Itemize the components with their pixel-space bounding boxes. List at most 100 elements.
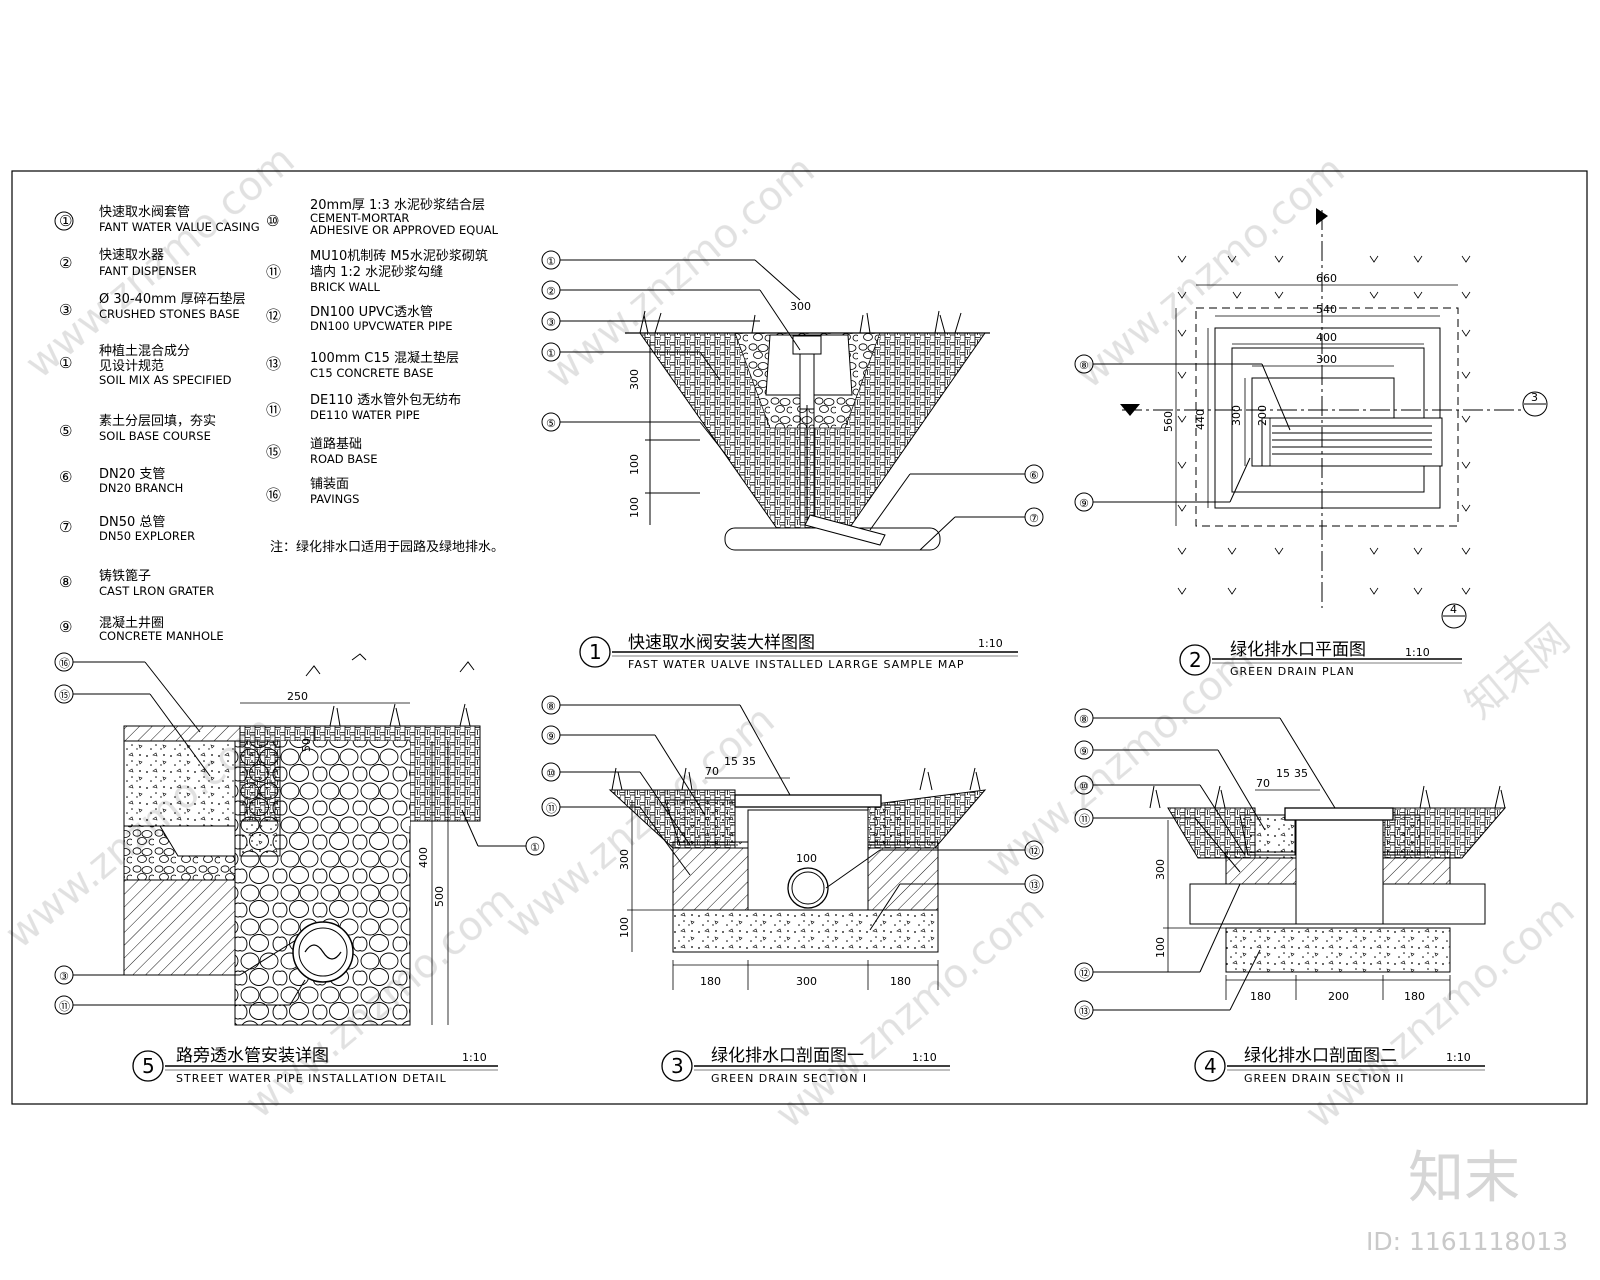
drawing-title: 快速取水阀安装大样图图 — [628, 633, 815, 653]
drawing-subtitle: GREEN DRAIN SECTION I — [711, 1072, 867, 1085]
legend-num: ⑬ — [266, 355, 281, 373]
legend-item-8: ⑧ 铸铁篦子 CAST LRON GRATER — [59, 568, 214, 598]
legend-en: FANT DISPENSER — [99, 264, 197, 278]
legend-num: ① — [59, 212, 72, 230]
callout-tag: ⑧ — [1079, 713, 1089, 726]
callout-tag: ⑮ — [59, 689, 70, 702]
legend-en: CEMENT-MORTAR — [310, 211, 409, 225]
dimension-label: 250 — [287, 690, 308, 703]
legend-cn: MU10机制砖 M5水泥砂浆砌筑 — [310, 248, 488, 264]
callout-tag: ⑨ — [546, 730, 556, 743]
legend-en: SOIL MIX AS SPECIFIED — [99, 373, 232, 387]
legend-num: ③ — [59, 301, 72, 319]
drawing-scale: 1:10 — [978, 637, 1003, 650]
legend-num: ① — [59, 354, 72, 372]
drawing-title: 绿化排水口剖面图一 — [711, 1046, 864, 1066]
dimension-label: 500 — [433, 886, 446, 907]
legend-item-1: ① 快速取水阀套管 FANT WATER VALUE CASING — [54, 204, 260, 234]
callout-tag: ⑪ — [59, 1000, 70, 1013]
legend-en: DN20 BRANCH — [99, 481, 183, 495]
legend-item-15: ⑮ 道路基础 ROAD BASE — [266, 436, 378, 466]
callout-tag: ⑤ — [546, 417, 556, 430]
drawing-3-section: 70 15 35 100 300 100 180 300 180 ⑧ ⑨ ⑩ ⑪… — [541, 695, 1044, 1085]
legend-en: CRUSHED STONES BASE — [99, 307, 240, 321]
legend-num: ⑩ — [266, 212, 279, 230]
callout-tag: ③ — [546, 316, 556, 329]
legend-cn: Ø 30-40mm 厚碎石垫层 — [99, 291, 246, 307]
watermark-text: 知末网 — [1457, 615, 1578, 727]
legend-cn: 墙内 1:2 水泥砂浆勾缝 — [310, 264, 443, 280]
dimension-label: 400 — [1316, 331, 1337, 344]
dimension-label: 560 — [1162, 411, 1175, 432]
legend-cn: 20mm厚 1:3 水泥砂浆结合层 — [310, 198, 485, 213]
legend-item-4: ① 种植土混合成分 见设计规范 SOIL MIX AS SPECIFIED — [59, 344, 232, 387]
watermark-logo: 知末 — [1408, 1146, 1520, 1211]
dimension-label: 70 — [705, 765, 719, 778]
dimension-label: 200 — [1328, 990, 1349, 1003]
legend-num: ⑧ — [59, 573, 72, 591]
callout-tag: ⑦ — [1029, 512, 1039, 525]
legend-cn: 快速取水器 — [99, 248, 164, 263]
legend-num: ⑯ — [266, 486, 281, 504]
dimension-label: 300 — [1154, 859, 1167, 880]
dimension-label: 15 — [724, 755, 738, 768]
legend-item-10: ⑩ 20mm厚 1:3 水泥砂浆结合层 CEMENT-MORTAR ADHESI… — [266, 198, 499, 237]
dimension-label: 100 — [628, 497, 641, 518]
dimension-label: 50 — [300, 738, 313, 752]
dimension-label: 400 — [417, 847, 430, 868]
legend-item-2: ② 快速取水器 FANT DISPENSER — [59, 248, 197, 278]
legend-en: DN100 UPVCWATER PIPE — [310, 319, 453, 333]
dimension-label: 440 — [1194, 409, 1207, 430]
legend: ① 快速取水阀套管 FANT WATER VALUE CASING ② 快速取水… — [54, 198, 504, 643]
legend-item-13: ⑬ 100mm C15 混凝土垫层 C15 CONCRETE BASE — [266, 350, 459, 380]
legend-cn: 种植土混合成分 — [99, 344, 190, 359]
drawing-5-street-pipe: 250 50 400 500 ⑯ ⑮ ① ③ ⑪ 5 路旁透水管安装详图 1:1… — [54, 652, 545, 1085]
dimension-label: 300 — [1316, 353, 1337, 366]
legend-num: ⑫ — [266, 307, 281, 325]
dimension-label: 300 — [790, 300, 811, 313]
drawing-scale: 1:10 — [912, 1051, 937, 1064]
legend-cn: 见设计规范 — [99, 359, 164, 374]
dimension-label: 300 — [628, 369, 641, 390]
sheet-border — [11, 170, 1588, 1105]
callout-tag: ⑫ — [1029, 845, 1040, 858]
dimension-label: 100 — [618, 917, 631, 938]
callout-tag: ⑩ — [1079, 780, 1089, 793]
callout-tag: ⑬ — [1079, 1005, 1090, 1018]
callout-tag: ③ — [59, 970, 69, 983]
dimension-label: 200 — [1256, 405, 1269, 426]
dimension-label: 300 — [796, 975, 817, 988]
watermark-id: ID: 1161118013 — [1366, 1227, 1568, 1256]
callout-tag: ⑩ — [546, 767, 556, 780]
drawing-subtitle: STREET WATER PIPE INSTALLATION DETAIL — [176, 1072, 447, 1085]
drawing-number: 3 — [671, 1054, 684, 1078]
legend-cn: 素土分层回填，夯实 — [99, 414, 216, 429]
callout-tag: ⑬ — [1029, 879, 1040, 892]
drawing-2-plan: 660 540 400 300 560 440 300 200 3 4 ⑧ ⑨ … — [1074, 208, 1548, 678]
legend-num: ⑮ — [266, 443, 281, 461]
legend-item-9: ⑨ 混凝土井圈 CONCRETE MANHOLE — [59, 615, 224, 643]
watermark-text: www.znzmo.com — [1067, 147, 1354, 398]
legend-en: PAVINGS — [310, 492, 359, 506]
dimension-label: 100 — [1154, 937, 1167, 958]
legend-cn: 混凝土井圈 — [99, 615, 164, 631]
drawing-2-title: 2 绿化排水口平面图 1:10 GREEN DRAIN PLAN — [1179, 640, 1462, 678]
dimension-label: 540 — [1316, 303, 1337, 316]
legend-item-11: ⑪ MU10机制砖 M5水泥砂浆砌筑 墙内 1:2 水泥砂浆勾缝 BRICK W… — [266, 248, 488, 294]
legend-en: CAST LRON GRATER — [99, 584, 214, 598]
dimension-label: 180 — [700, 975, 721, 988]
legend-item-3: ③ Ø 30-40mm 厚碎石垫层 CRUSHED STONES BASE — [59, 291, 246, 321]
drawing-1-title: 1 快速取水阀安装大样图图 1:10 FAST WATER UALVE INST… — [579, 633, 1018, 671]
callout-tag: ⑫ — [1079, 967, 1090, 980]
dimension-label: 35 — [742, 755, 756, 768]
legend-en: BRICK WALL — [310, 280, 381, 294]
logo-watermark: 知末 ID: 1161118013 — [1366, 1146, 1568, 1256]
callout-tag: ⑨ — [1079, 745, 1089, 758]
section-number: 3 — [1531, 391, 1538, 404]
drawing-title: 绿化排水口平面图 — [1230, 640, 1366, 660]
drawing-scale: 1:10 — [1405, 646, 1430, 659]
legend-cn: 道路基础 — [310, 436, 362, 452]
drawing-1-tags: ① ② ③ ① ⑤ ⑥ ⑦ — [541, 250, 1044, 551]
drawing-5-title: 5 路旁透水管安装详图 1:10 STREET WATER PIPE INSTA… — [132, 1046, 498, 1085]
dimension-label: 180 — [1404, 990, 1425, 1003]
